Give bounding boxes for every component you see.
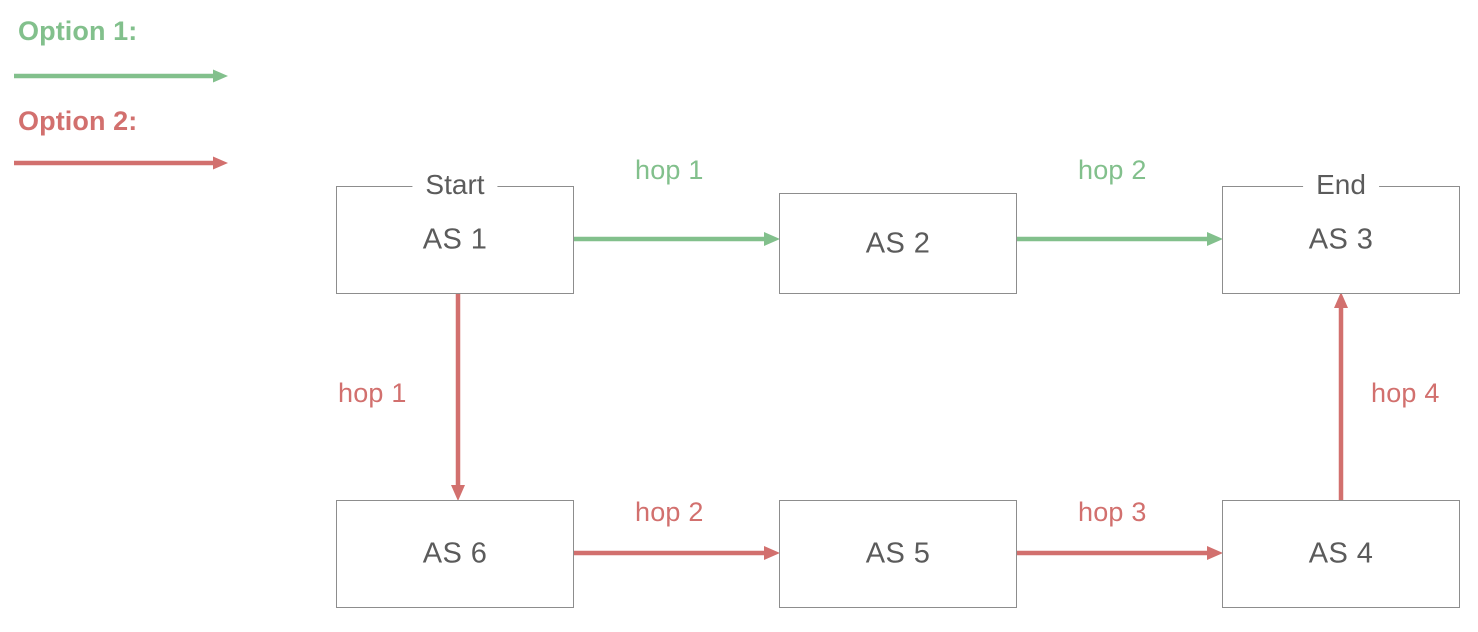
legend-label-option-2: Option 2: <box>18 106 138 136</box>
node-as4[interactable]: AS 4 <box>1222 500 1460 608</box>
node-as6[interactable]: AS 6 <box>336 500 574 608</box>
legend-label-option-1: Option 1: <box>18 16 138 46</box>
hop-label-option1-hop2: hop 2 <box>1078 155 1147 185</box>
node-as1-caption: Start <box>412 170 498 200</box>
hop-label-option2-hop3: hop 3 <box>1078 497 1147 527</box>
edge-option2-hop2-arrow <box>574 545 780 561</box>
node-as1[interactable]: Start AS 1 <box>336 170 574 294</box>
node-as5[interactable]: AS 5 <box>779 500 1017 608</box>
edge-option1-hop1-arrow <box>574 231 780 247</box>
hop-label-option2-hop2: hop 2 <box>635 497 704 527</box>
node-as2-label: AS 2 <box>865 227 931 259</box>
node-as6-label: AS 6 <box>422 537 488 570</box>
hop-label-option1-hop1: hop 1 <box>635 155 704 185</box>
edge-option1-hop2-arrow <box>1017 231 1223 247</box>
node-as4-label: AS 4 <box>1308 537 1374 570</box>
node-as2[interactable]: AS 2 <box>779 193 1017 294</box>
node-as5-label: AS 5 <box>865 537 931 570</box>
node-as3-label: AS 3 <box>1308 223 1374 256</box>
edge-option2-hop4-arrow <box>1333 292 1349 501</box>
edge-option2-hop1-arrow <box>450 293 466 501</box>
hop-label-option2-hop1: hop 1 <box>338 378 407 408</box>
node-as1-label: AS 1 <box>422 223 488 256</box>
node-as3-caption: End <box>1303 170 1379 200</box>
legend-arrow-option-1 <box>14 69 228 83</box>
node-as3[interactable]: End AS 3 <box>1222 170 1460 294</box>
legend-arrow-option-2 <box>14 156 228 170</box>
edge-option2-hop3-arrow <box>1017 545 1223 561</box>
hop-label-option2-hop4: hop 4 <box>1371 378 1440 408</box>
